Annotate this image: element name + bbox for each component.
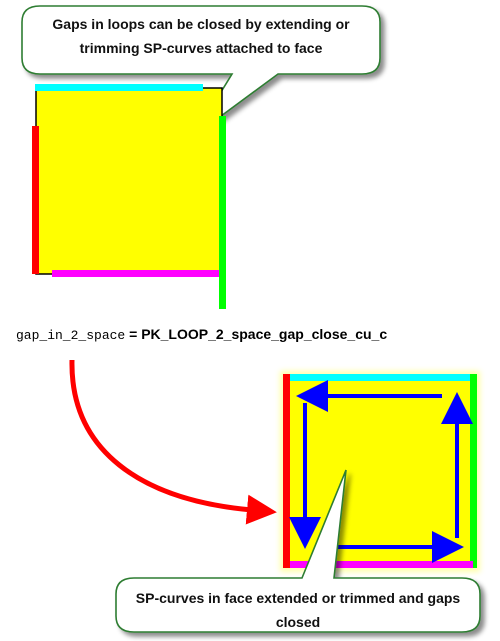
bottom-callout-bubble bbox=[115, 469, 481, 633]
face-before-bottom-edge bbox=[52, 270, 219, 277]
bottom-callout-text: SP-curves in face extended or trimmed an… bbox=[135, 590, 461, 630]
variable-name: gap_in_2_space bbox=[16, 328, 126, 343]
face-after-fill bbox=[286, 377, 474, 566]
bottom-callout bbox=[115, 469, 481, 633]
function-name: PK_LOOP_2_space_gap_close_cu_c bbox=[141, 326, 388, 342]
face-after-left-edge bbox=[283, 374, 290, 568]
top-callout bbox=[21, 5, 381, 137]
face-before bbox=[32, 84, 226, 309]
loop-flow-arrows bbox=[289, 380, 473, 563]
top-callout-text: Gaps in loops can be closed by extending… bbox=[52, 16, 350, 56]
transition-arrow bbox=[69, 359, 277, 525]
face-before-fill bbox=[35, 87, 223, 275]
face-before-left-edge bbox=[32, 126, 39, 274]
face-before-top-edge bbox=[35, 84, 203, 91]
face-before-right-edge bbox=[219, 116, 226, 309]
face-after-right-edge bbox=[470, 374, 477, 568]
face-after-top-edge bbox=[287, 374, 473, 381]
api-assignment: gap_in_2_space = PK_LOOP_2_space_gap_clo… bbox=[16, 326, 387, 343]
face-after bbox=[280, 371, 480, 572]
top-callout-bubble bbox=[21, 5, 381, 137]
assignment-operator: = bbox=[125, 326, 142, 342]
face-after-bottom-edge bbox=[287, 561, 473, 568]
